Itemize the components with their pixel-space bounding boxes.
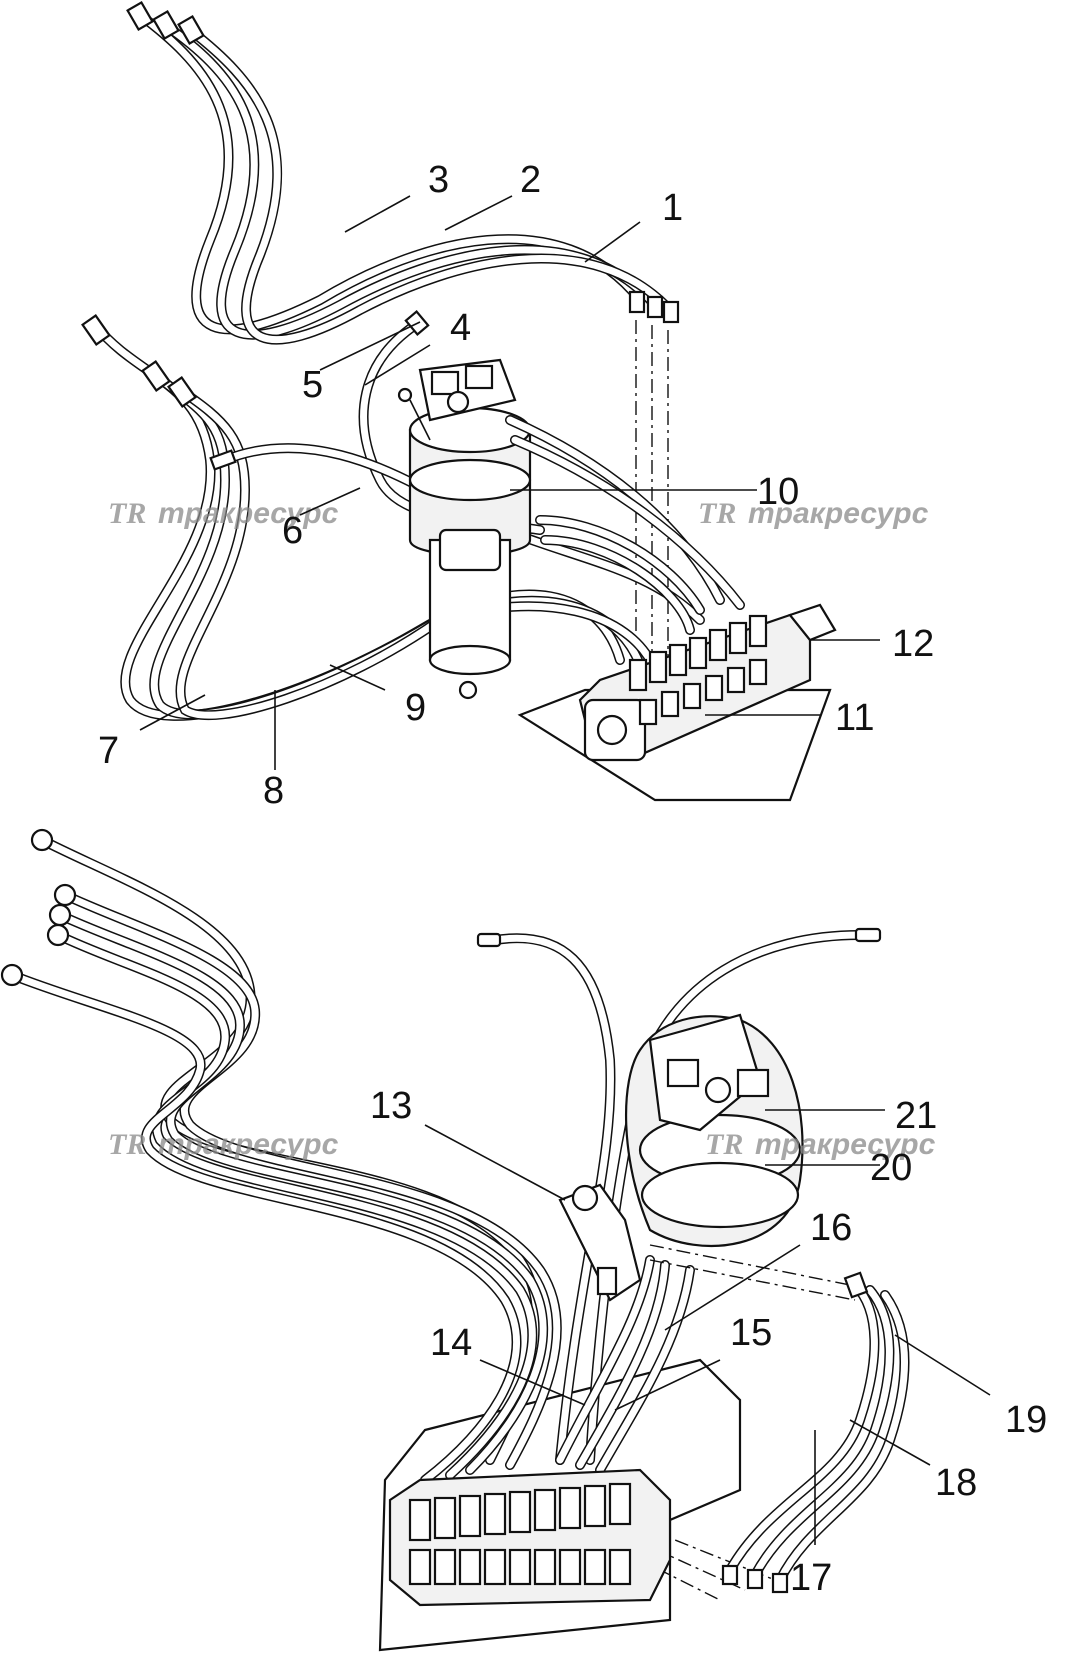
watermark-text: тракресурс — [755, 1128, 936, 1161]
callout-6: 6 — [282, 510, 303, 552]
callout-21: 21 — [895, 1095, 937, 1137]
callout-5: 5 — [302, 364, 323, 406]
valve-sections-lower — [408, 1482, 632, 1586]
valve-sections — [628, 614, 768, 726]
lower-assembly — [0, 828, 910, 1652]
watermark-logo: TR — [108, 1128, 146, 1161]
hose-group-17-19 — [721, 1271, 910, 1594]
callout-1: 1 — [662, 187, 683, 229]
callout-17: 17 — [790, 1557, 832, 1599]
watermark-2: TR тракресурс — [698, 497, 929, 530]
control-valve-block-upper — [578, 603, 837, 762]
watermark-text: тракресурс — [158, 497, 339, 530]
leader-lines — [139, 195, 991, 1545]
callout-7: 7 — [98, 730, 119, 772]
callout-numbers: 1 2 3 4 5 6 7 8 9 10 11 12 13 14 15 16 1… — [98, 159, 1047, 1599]
watermark-logo: TR — [705, 1128, 743, 1161]
watermark-1: TR тракресурс — [108, 497, 339, 530]
callout-4: 4 — [450, 307, 471, 349]
watermark-3: TR тракресурс — [108, 1128, 339, 1161]
callout-19: 19 — [1005, 1399, 1047, 1441]
motor-to-valve-hoses — [505, 415, 745, 635]
watermark-text: тракресурс — [748, 497, 929, 530]
callout-14: 14 — [430, 1322, 472, 1364]
callout-3: 3 — [428, 159, 449, 201]
rotary-swivel-13 — [558, 1183, 642, 1302]
callout-2: 2 — [520, 159, 541, 201]
callout-10: 10 — [757, 471, 799, 513]
upper-assembly — [81, 0, 837, 802]
callout-18: 18 — [935, 1462, 977, 1504]
callout-15: 15 — [730, 1312, 772, 1354]
callout-8: 8 — [263, 770, 284, 812]
watermark-logo: TR — [108, 497, 146, 530]
callout-12: 12 — [892, 623, 934, 665]
callout-9: 9 — [405, 687, 426, 729]
watermark-4: TR тракресурс — [705, 1128, 936, 1161]
callout-13: 13 — [370, 1085, 412, 1127]
hose-group-1-3 — [126, 0, 680, 345]
hose-group-14 — [0, 828, 562, 1485]
watermark-logo: TR — [698, 497, 736, 530]
callout-20: 20 — [870, 1147, 912, 1189]
swing-motor — [624, 1013, 804, 1248]
hose-group-15-16 — [555, 1255, 695, 1475]
callout-16: 16 — [810, 1207, 852, 1249]
swivel-joint-body — [397, 358, 532, 700]
watermark-text: тракресурс — [158, 1128, 339, 1161]
callout-11: 11 — [835, 697, 874, 739]
control-valve-block-lower — [388, 1468, 672, 1607]
